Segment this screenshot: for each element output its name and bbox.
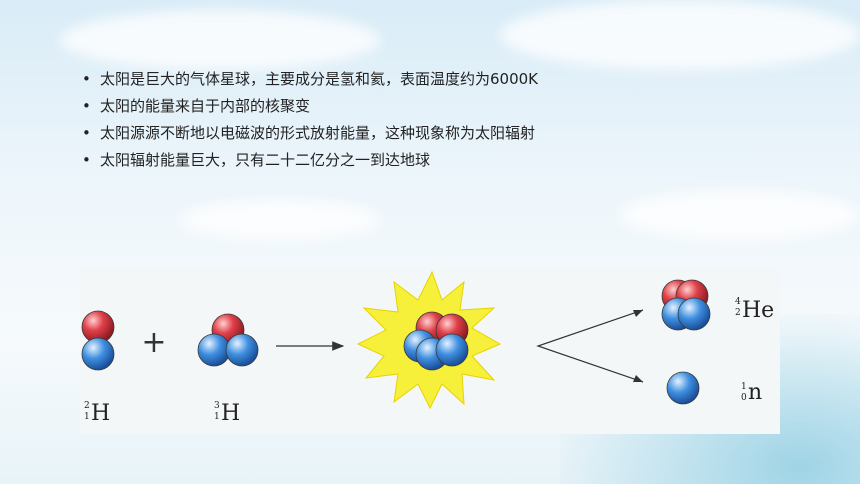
deuterium-nucleus	[81, 310, 115, 371]
mass-number: 1	[741, 382, 747, 392]
atomic-number: 1	[84, 412, 90, 422]
bullet-text: 太阳的能量来自于内部的核聚变	[100, 97, 311, 115]
bullet-list: • 太阳是巨大的气体星球，主要成分是氢和氦，表面温度约为6000K • 太阳的能量来…	[78, 66, 538, 174]
element-symbol: H	[91, 401, 110, 426]
atomic-number: 1	[214, 412, 220, 422]
neutron-label: 1 0 n	[741, 380, 762, 405]
bullet-dot: •	[82, 151, 91, 169]
helium-nucleus	[661, 279, 711, 331]
atomic-number: 0	[741, 393, 747, 403]
neutron-particle	[225, 333, 259, 367]
bullet-text: 太阳源源不断地以电磁波的形式放射能量，这种现象称为太阳辐射	[100, 124, 536, 142]
bullet-dot: •	[82, 97, 91, 115]
fusion-diagram-panel: +	[80, 268, 780, 434]
neutron-particle	[677, 297, 711, 331]
bullet-item: • 太阳是巨大的气体星球，主要成分是氢和氦，表面温度约为6000K	[78, 66, 538, 93]
mass-number: 4	[735, 297, 741, 307]
free-neutron-particle	[666, 371, 700, 405]
element-symbol: n	[748, 380, 762, 405]
bullet-text: 太阳辐射能量巨大，只有二十二亿分之一到达地球	[100, 151, 431, 169]
element-symbol: H	[221, 401, 240, 426]
arrow-head	[633, 310, 643, 317]
bullet-text: 太阳是巨大的气体星球，主要成分是氢和氦，表面温度约为6000K	[100, 70, 539, 88]
tritium-nucleus	[197, 313, 259, 367]
fused-nucleus	[403, 311, 469, 371]
plus-sign: +	[141, 325, 166, 360]
neutron-particle	[81, 337, 115, 371]
deuterium-label: 2 1 H	[84, 401, 110, 426]
neutron-particle	[197, 333, 231, 367]
bullet-dot: •	[82, 124, 91, 142]
mass-number: 3	[214, 401, 220, 411]
product-arrows	[536, 309, 644, 383]
bullet-item: • 太阳的能量来自于内部的核聚变	[78, 93, 538, 120]
neutron-particle	[435, 333, 469, 367]
tritium-label: 3 1 H	[214, 401, 240, 426]
fusion-diagram: +	[81, 270, 774, 426]
background-cloud	[620, 190, 860, 240]
background-cloud	[60, 10, 380, 70]
atomic-number: 2	[735, 308, 741, 318]
mass-number: 2	[84, 401, 90, 411]
bullet-dot: •	[82, 70, 91, 88]
helium-label: 4 2 He	[735, 297, 774, 323]
background-cloud	[500, 0, 860, 70]
background-cloud	[180, 200, 380, 240]
bullet-item: • 太阳辐射能量巨大，只有二十二亿分之一到达地球	[78, 147, 538, 174]
bullet-item: • 太阳源源不断地以电磁波的形式放射能量，这种现象称为太阳辐射	[78, 120, 538, 147]
arrow-head	[633, 375, 643, 382]
element-symbol: He	[742, 298, 774, 323]
